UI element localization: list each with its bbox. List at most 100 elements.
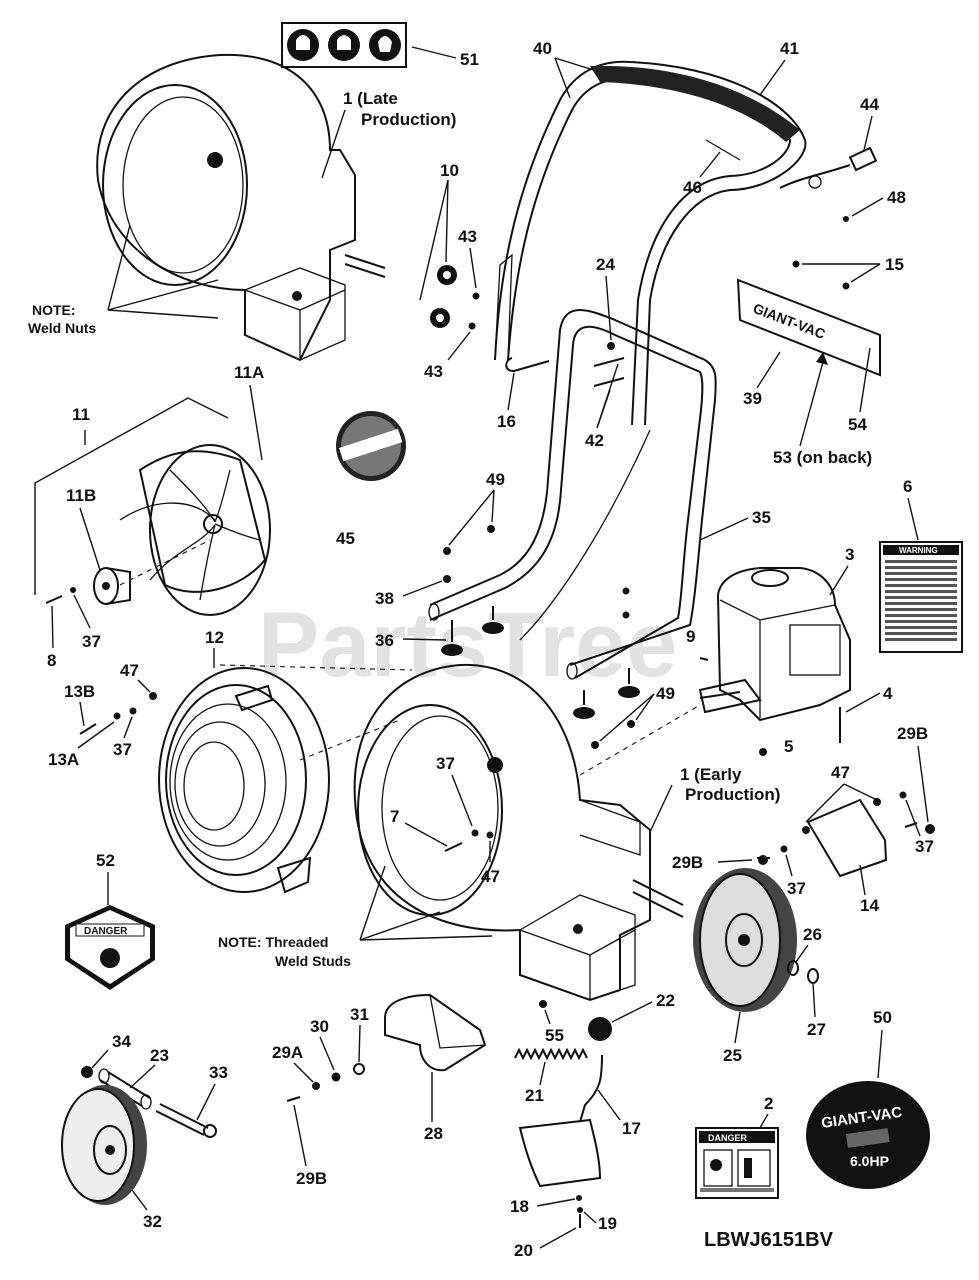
label-1-late-a: 1 (Late — [343, 89, 398, 108]
bolt-46 — [705, 139, 741, 161]
screw-15-b — [842, 282, 850, 290]
note-threaded-line1: NOTE: Threaded — [218, 934, 328, 950]
nut-49-b — [487, 525, 495, 533]
label-41: 41 — [780, 39, 799, 58]
label-37-e: 37 — [787, 879, 806, 898]
rear-wheel — [693, 868, 797, 1012]
label-51: 51 — [460, 50, 479, 69]
guard-14 — [806, 798, 888, 878]
label-29b-right: 29B — [897, 724, 928, 743]
label-1-early-b: Production) — [685, 785, 780, 804]
upper-handle — [494, 60, 807, 426]
label-11b: 11B — [66, 486, 96, 505]
washer-47-b — [486, 831, 494, 839]
giant-vac-badge: GIANT-VAC 6.0HP — [806, 1081, 930, 1189]
label-52: 52 — [96, 851, 115, 870]
label-38: 38 — [375, 589, 394, 608]
model-number: LBWJ6151BV — [704, 1229, 834, 1251]
washer-47-a — [149, 692, 157, 700]
label-7: 7 — [390, 807, 399, 826]
control-cable-end — [779, 146, 878, 189]
svg-text:DANGER: DANGER — [84, 926, 128, 937]
label-13a: 13A — [48, 750, 79, 769]
label-53: 53 (on back) — [773, 448, 872, 467]
giant-vac-nameplate: GIANT-VAC — [736, 278, 881, 377]
label-33: 33 — [209, 1063, 228, 1082]
nut-5 — [759, 748, 767, 756]
engine — [698, 567, 851, 722]
washer-37-c — [471, 829, 479, 837]
label-37-b: 37 — [113, 740, 132, 759]
label-26: 26 — [803, 925, 822, 944]
axle-bolt-33 — [155, 1103, 209, 1136]
screw-29b-left — [286, 1096, 301, 1102]
nut-49-c — [591, 741, 599, 749]
label-36: 36 — [375, 631, 394, 650]
label-31: 31 — [350, 1005, 369, 1024]
nameplate-text: GIANT-VAC — [751, 300, 828, 342]
label-3: 3 — [845, 545, 854, 564]
bolt-42-a — [593, 357, 625, 367]
washer-18 — [576, 1195, 582, 1201]
washer-37-b — [129, 707, 137, 715]
nut-34 — [81, 1066, 93, 1078]
impeller — [119, 444, 271, 616]
label-25: 25 — [723, 1046, 742, 1065]
label-34: 34 — [112, 1032, 131, 1051]
front-wheel — [61, 1085, 147, 1205]
washer-47-c2 — [802, 826, 810, 834]
nut-49-a — [443, 547, 451, 555]
label-5: 5 — [784, 737, 793, 756]
danger-decal-2: DANGER — [695, 1127, 779, 1199]
label-48: 48 — [887, 188, 906, 207]
danger-decal-52: DANGER — [65, 905, 155, 990]
nut-55 — [539, 1000, 547, 1008]
nut-48 — [843, 216, 849, 222]
hex-nut-43-bottom — [468, 322, 476, 330]
label-47-a: 47 — [120, 661, 139, 680]
label-40: 40 — [533, 39, 552, 58]
label-49-top: 49 — [486, 470, 505, 489]
hub-11b — [93, 567, 131, 605]
label-10: 10 — [440, 161, 459, 180]
label-8: 8 — [47, 651, 56, 670]
label-49-bottom: 49 — [656, 684, 675, 703]
label-43-bottom: 43 — [424, 362, 443, 381]
blower-housing-early — [353, 663, 684, 1002]
washer-26 — [787, 960, 799, 976]
handle-knobs — [430, 265, 457, 328]
inlet-cover — [158, 667, 330, 894]
vibration-mounts — [441, 606, 640, 719]
label-20: 20 — [514, 1241, 533, 1260]
frame-nut-a — [622, 587, 630, 595]
label-14: 14 — [860, 896, 879, 915]
bracket-28 — [384, 993, 487, 1072]
label-29b-left: 29B — [296, 1169, 327, 1188]
bolt-42-b — [593, 377, 625, 387]
label-22: 22 — [656, 991, 675, 1010]
lower-handle-frame — [428, 309, 717, 680]
note-weld-nuts-line2: Weld Nuts — [28, 320, 96, 336]
label-54: 54 — [848, 415, 867, 434]
label-55: 55 — [545, 1026, 564, 1045]
watermark: PartsTree — [258, 594, 677, 696]
svg-text:WARNING: WARNING — [899, 546, 938, 555]
hex-nut-43-top — [472, 292, 480, 300]
label-13b: 13B — [64, 682, 95, 701]
screw-7 — [444, 842, 463, 852]
clip-27 — [807, 968, 819, 984]
label-15: 15 — [885, 255, 904, 274]
label-1-late-b: Production) — [361, 110, 456, 129]
screw-13b — [79, 723, 97, 735]
nut-38 — [443, 575, 451, 583]
nut-19 — [577, 1207, 583, 1213]
label-9: 9 — [686, 627, 695, 646]
label-4: 4 — [883, 684, 893, 703]
screw-15-a — [792, 260, 800, 268]
washer-37-d — [899, 791, 907, 799]
washer-31 — [353, 1063, 365, 1075]
label-11: 11 — [72, 405, 90, 424]
badge-45 — [336, 411, 406, 481]
flap-door — [518, 1118, 602, 1188]
